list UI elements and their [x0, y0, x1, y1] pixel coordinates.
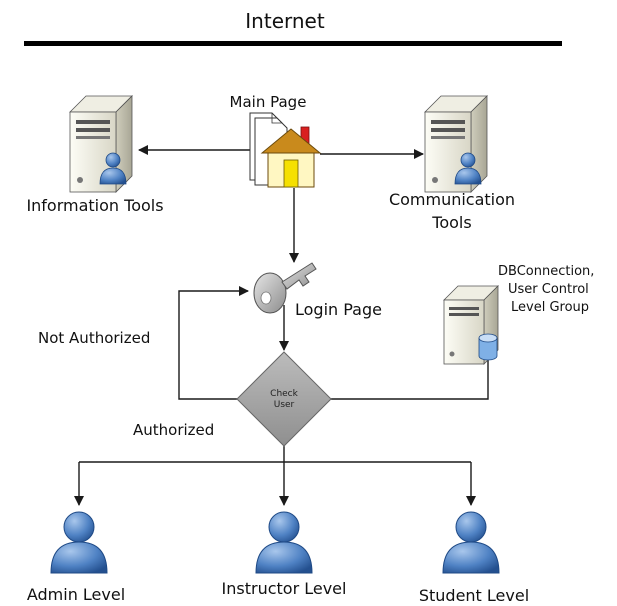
instructor-level-label: Instructor Level	[222, 579, 347, 598]
login-key-icon	[253, 262, 317, 314]
authorized-label: Authorized	[133, 421, 214, 439]
internet-bar	[24, 41, 562, 46]
communication-tools-label-line1: Communication	[389, 190, 515, 209]
db-label-line3: Level Group	[511, 300, 589, 315]
db-label-line1: DBConnection,	[498, 264, 594, 279]
check-user-label-line1: Check	[270, 389, 298, 399]
student-level-label: Student Level	[419, 586, 529, 605]
communication-tools-label-line2: Tools	[431, 213, 471, 232]
check-user-label-line2: User	[274, 400, 295, 410]
information-tools-server-icon	[69, 95, 133, 193]
main-page-label: Main Page	[230, 93, 307, 111]
database-server-icon	[443, 285, 499, 365]
student-user-icon	[442, 511, 500, 574]
connectors	[74, 145, 489, 506]
login-page-label: Login Page	[295, 300, 382, 319]
edge-check-to-db	[331, 360, 489, 400]
instructor-user-icon	[255, 511, 313, 574]
edge-not-authorized-loop	[178, 286, 249, 400]
not-authorized-label: Not Authorized	[38, 329, 150, 347]
admin-user-icon	[50, 511, 108, 574]
diagram-title: Internet	[245, 9, 325, 33]
check-user-diamond	[236, 351, 332, 447]
communication-tools-server-icon	[424, 95, 488, 193]
admin-level-label: Admin Level	[27, 585, 125, 604]
main-page-home-icon	[249, 112, 322, 188]
information-tools-label: Information Tools	[26, 196, 163, 215]
db-label-line2: User Control	[508, 282, 589, 297]
